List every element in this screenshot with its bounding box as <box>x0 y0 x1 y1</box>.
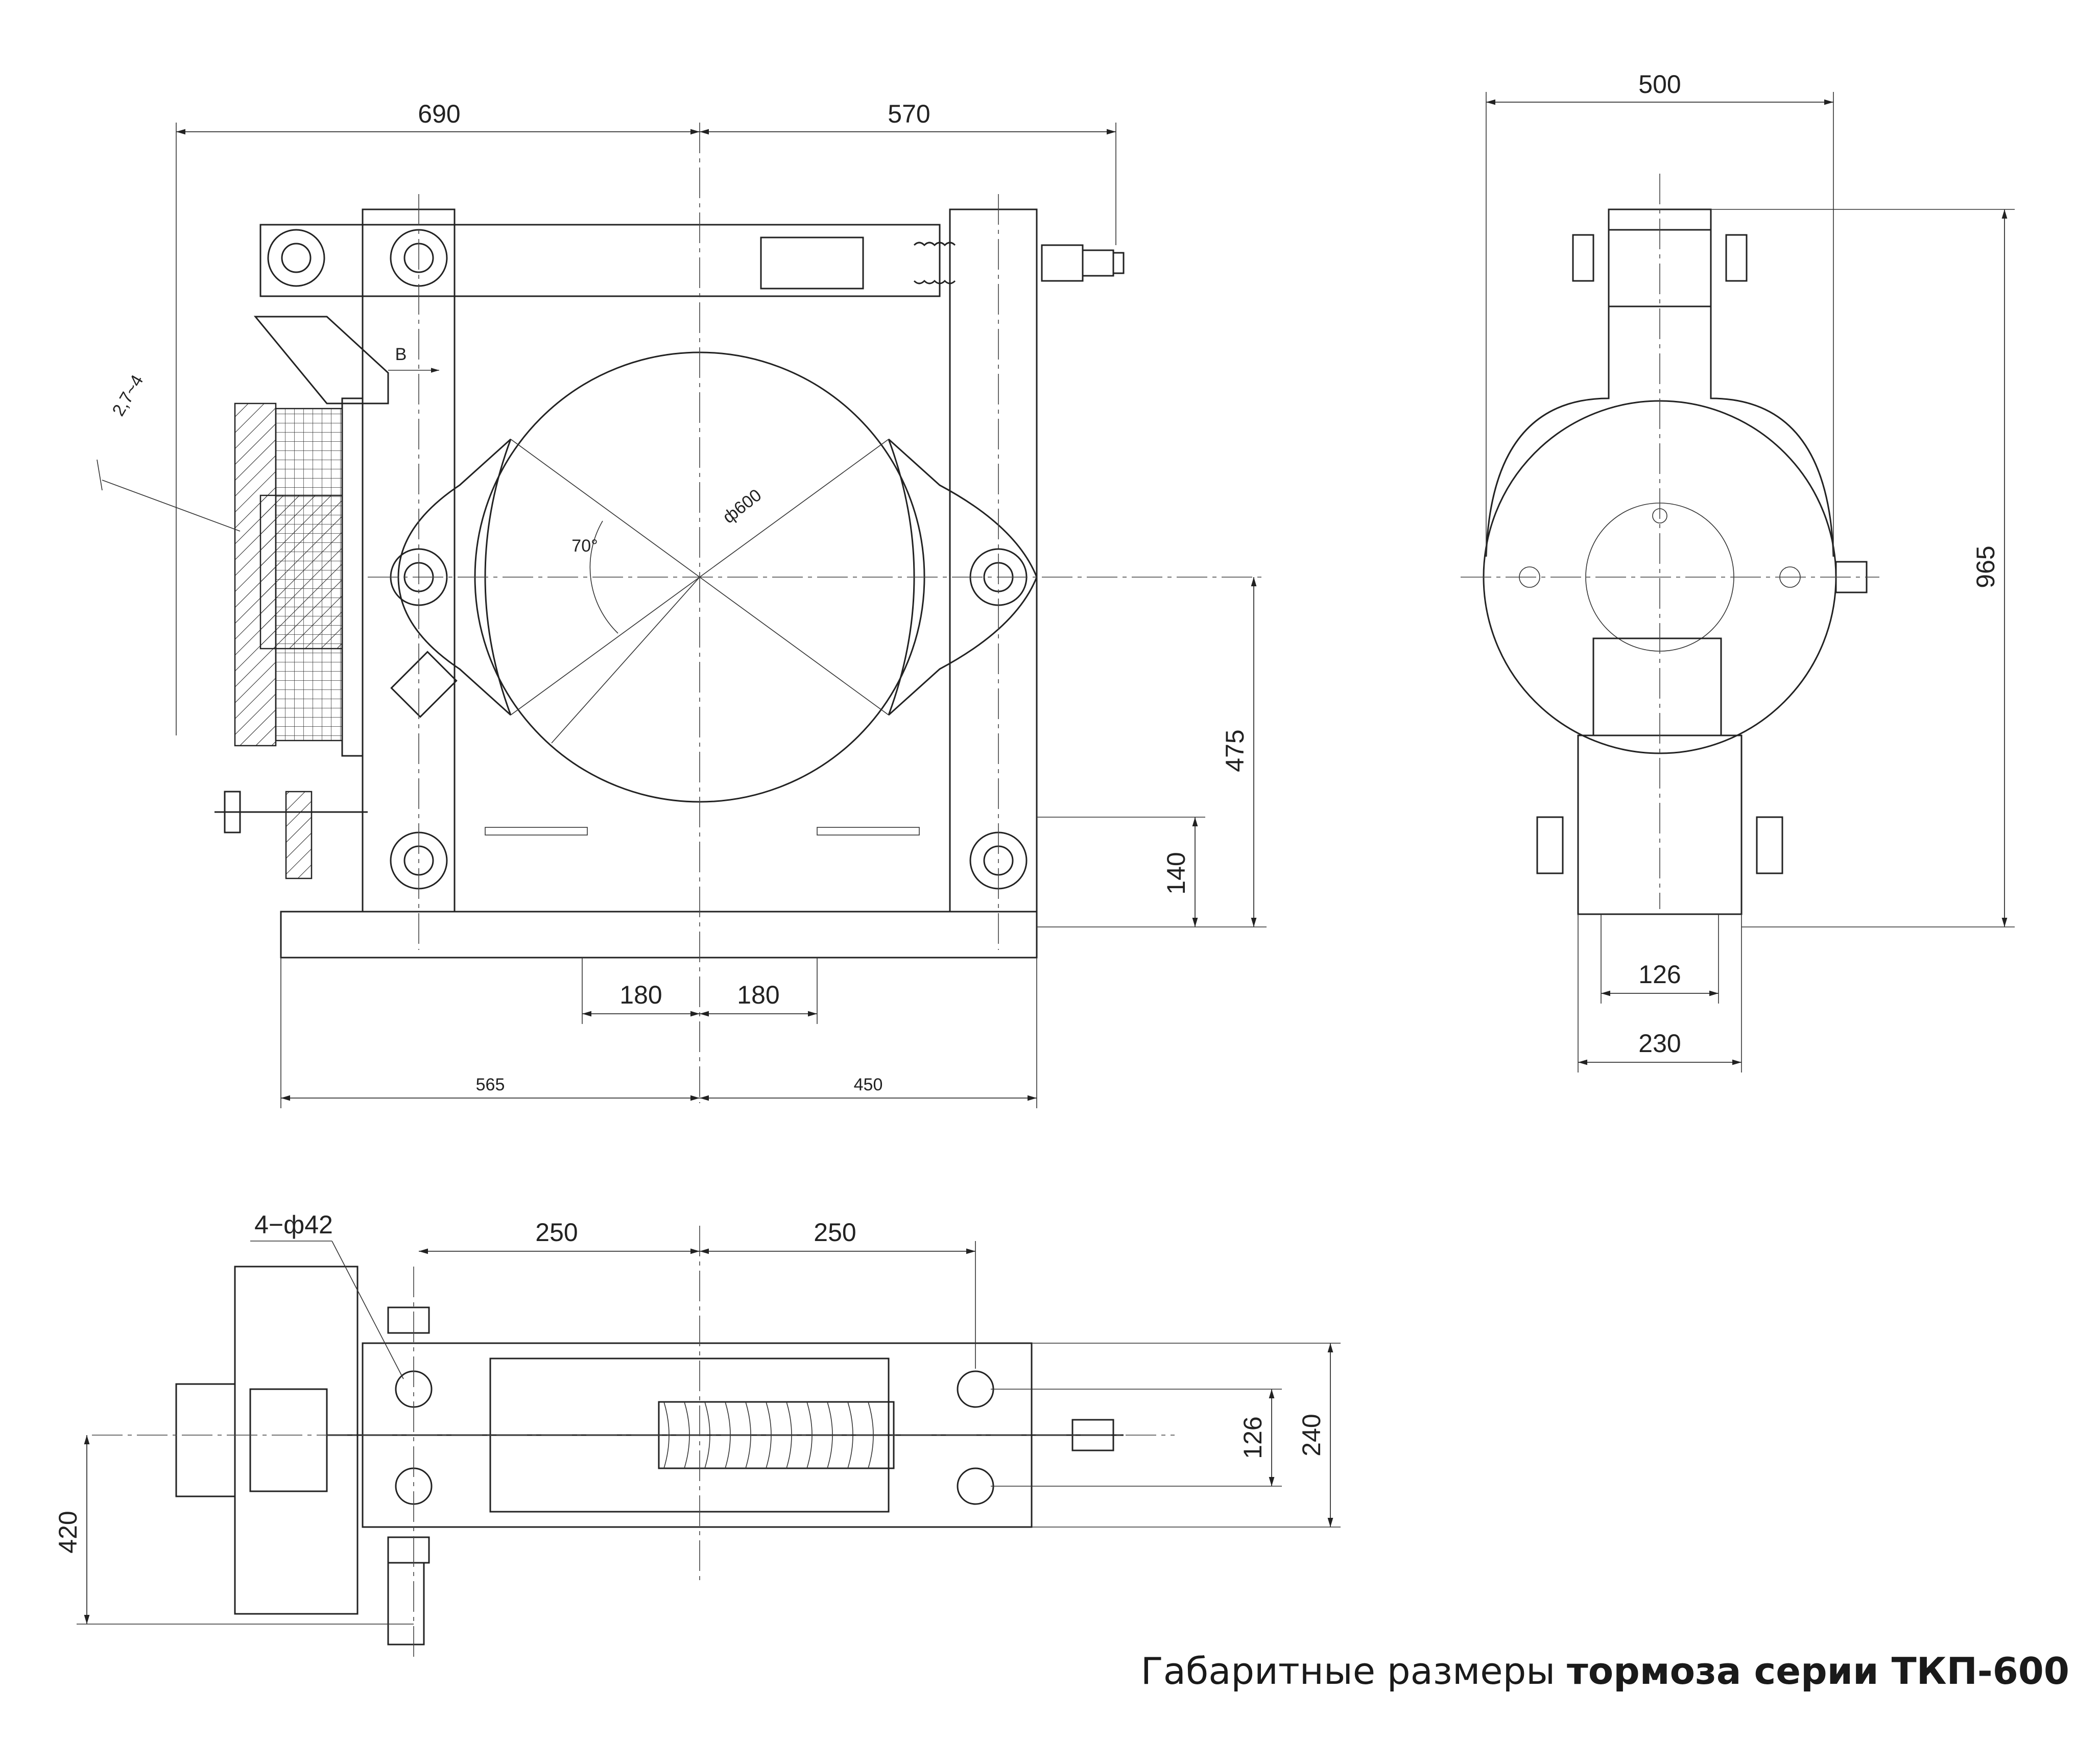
dim-565: 565 <box>476 1075 505 1094</box>
dim-230: 230 <box>1638 1029 1681 1058</box>
drawing-caption: Габаритные размеры тормоза серии ТКП-600 <box>1141 1650 2069 1693</box>
dim-420: 420 <box>54 1511 82 1553</box>
dim-475: 475 <box>1221 729 1249 772</box>
dim-140: 140 <box>1162 852 1190 894</box>
top-view <box>77 1226 1341 1660</box>
dim-250-right: 250 <box>814 1218 856 1247</box>
front-view <box>97 123 1267 1108</box>
dim-clearance: 2,7~4 <box>109 372 148 420</box>
caption-bold: тормоза серии ТКП-600 <box>1567 1650 2069 1693</box>
dim-180-left: 180 <box>619 981 662 1009</box>
caption-regular: Габаритные размеры <box>1140 1650 1556 1693</box>
dim-180-right: 180 <box>737 981 779 1009</box>
side-view <box>1461 92 2015 1072</box>
dim-240: 240 <box>1297 1414 1326 1456</box>
dim-965: 965 <box>1971 545 2000 588</box>
angle-label: 70° <box>571 536 598 556</box>
dim-570: 570 <box>888 100 930 128</box>
drum-diameter-label: ф600 <box>719 485 765 527</box>
dim-126-top: 126 <box>1238 1416 1267 1459</box>
dim-126-side: 126 <box>1638 960 1681 989</box>
dim-450: 450 <box>854 1075 883 1094</box>
dim-250-left: 250 <box>535 1218 578 1247</box>
dim-holes: 4−ф42 <box>254 1210 333 1239</box>
dim-500: 500 <box>1638 70 1681 99</box>
section-mark-b: B <box>395 345 407 364</box>
dim-690: 690 <box>418 100 460 128</box>
